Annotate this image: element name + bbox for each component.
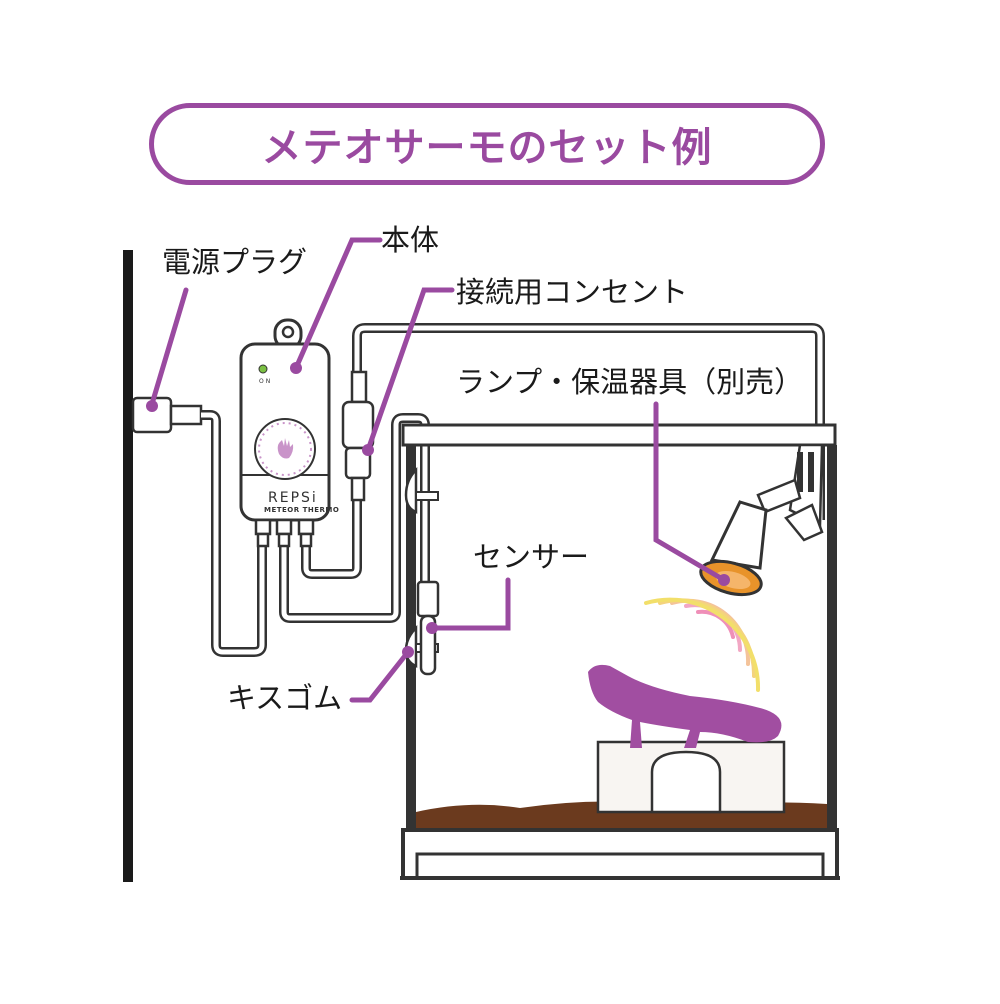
power-plug-icon [131, 396, 203, 434]
callout-dots [146, 362, 730, 658]
heat-lamp-icon [699, 478, 802, 597]
lamp-clamp-icon [784, 443, 824, 542]
led-label: ON [259, 378, 273, 385]
heat-waves [644, 597, 761, 692]
label-power-plug: 電源プラグ [162, 245, 308, 279]
rock-hide [596, 740, 786, 814]
callout-lines [149, 237, 727, 703]
brand-label: REPSi [268, 490, 318, 506]
label-sensor: センサー [473, 540, 590, 574]
label-connection-outlet: 接続用コンセント [456, 275, 689, 309]
bearded-dragon-icon [588, 664, 782, 748]
wall [123, 250, 133, 882]
label-lamp-heater: ランプ・保温器具（別売） [456, 365, 804, 399]
title-banner: メテオサーモのセット例 [149, 103, 825, 185]
model-label: METEOR THERMO [264, 506, 340, 514]
label-main-unit: 本体 [381, 223, 440, 257]
suction-cup-icon [404, 466, 439, 668]
label-suction-cup: キスゴム [227, 681, 343, 715]
thermostat-unit [239, 318, 331, 548]
connection-outlet-icon [341, 370, 375, 502]
page-title: メテオサーモのセット例 [261, 125, 713, 171]
